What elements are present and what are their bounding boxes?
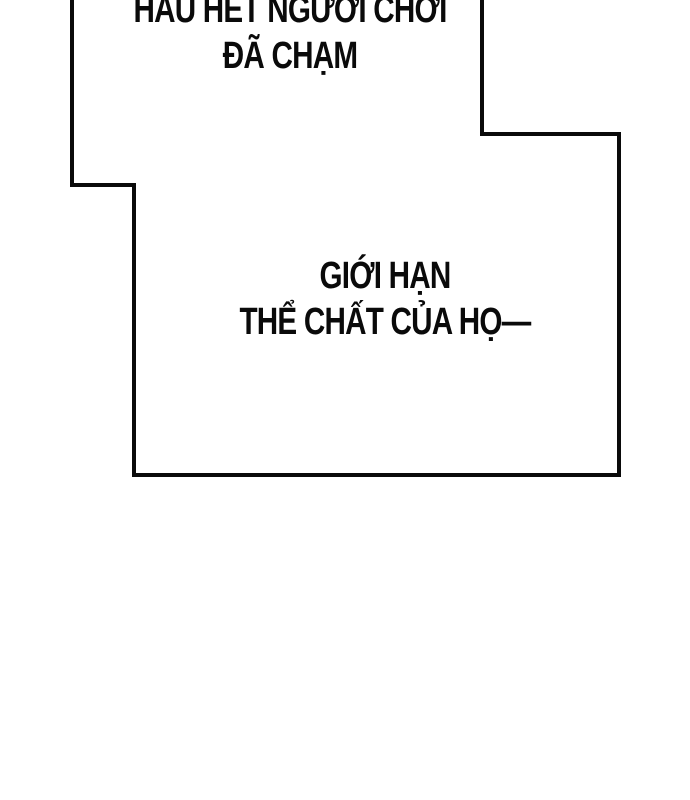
caption-top-line-1: HẦU HẾT NGƯỜI CHƠI bbox=[133, 0, 447, 31]
caption-middle: GIỚI HẠN THỂ CHẤT CỦA HỌ— bbox=[202, 254, 569, 345]
caption-top: HẦU HẾT NGƯỜI CHƠI ĐÃ CHẠM bbox=[95, 0, 485, 79]
caption-middle-line-1: GIỚI HẠN bbox=[319, 255, 451, 297]
caption-middle-line-2: THỂ CHẤT CỦA HỌ— bbox=[239, 300, 531, 343]
caption-top-line-2: ĐÃ CHẠM bbox=[222, 34, 358, 77]
